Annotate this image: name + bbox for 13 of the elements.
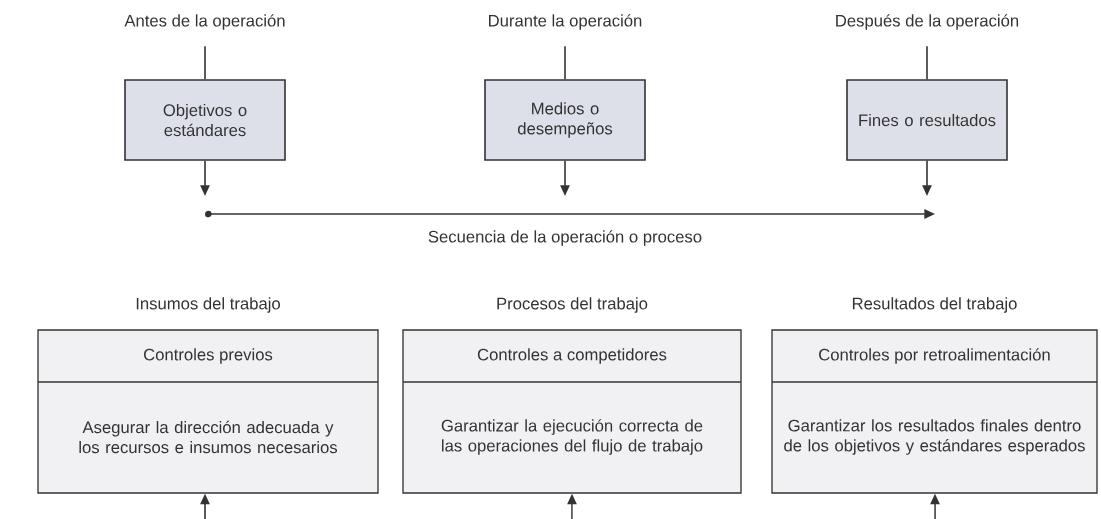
node-label: Insumos del trabajo xyxy=(136,297,280,313)
control-box: Resultados del trabajo Controles por retroalimentación Garantizar los resultados finales dentro de los objetivos y estándares esperados xyxy=(771,297,1098,494)
heading-text: Después de la operación xyxy=(836,14,1019,30)
heading-text: Durante la operación xyxy=(489,14,642,30)
node-label: Procesos del trabajo xyxy=(497,297,648,313)
heading-text: Antes de la operación xyxy=(124,14,285,30)
axis-label: Secuencia de la operación o proceso xyxy=(428,230,702,246)
stage-box: Fines o resultados xyxy=(846,79,1008,161)
control-box: Insumos del trabajo Controles previos Asegurar la dirección adecuada y los recursos e insumos necesarios xyxy=(37,297,379,494)
stage-box: Medios o desempeños xyxy=(484,79,646,161)
stage-box: Objetivos o estándares xyxy=(124,79,286,161)
control-box: Procesos del trabajo Controles a competidores Garantizar la ejecución correcta de las operaciones del flujo de trabajo xyxy=(402,297,742,494)
node-label: Resultados del trabajo xyxy=(852,297,1017,313)
